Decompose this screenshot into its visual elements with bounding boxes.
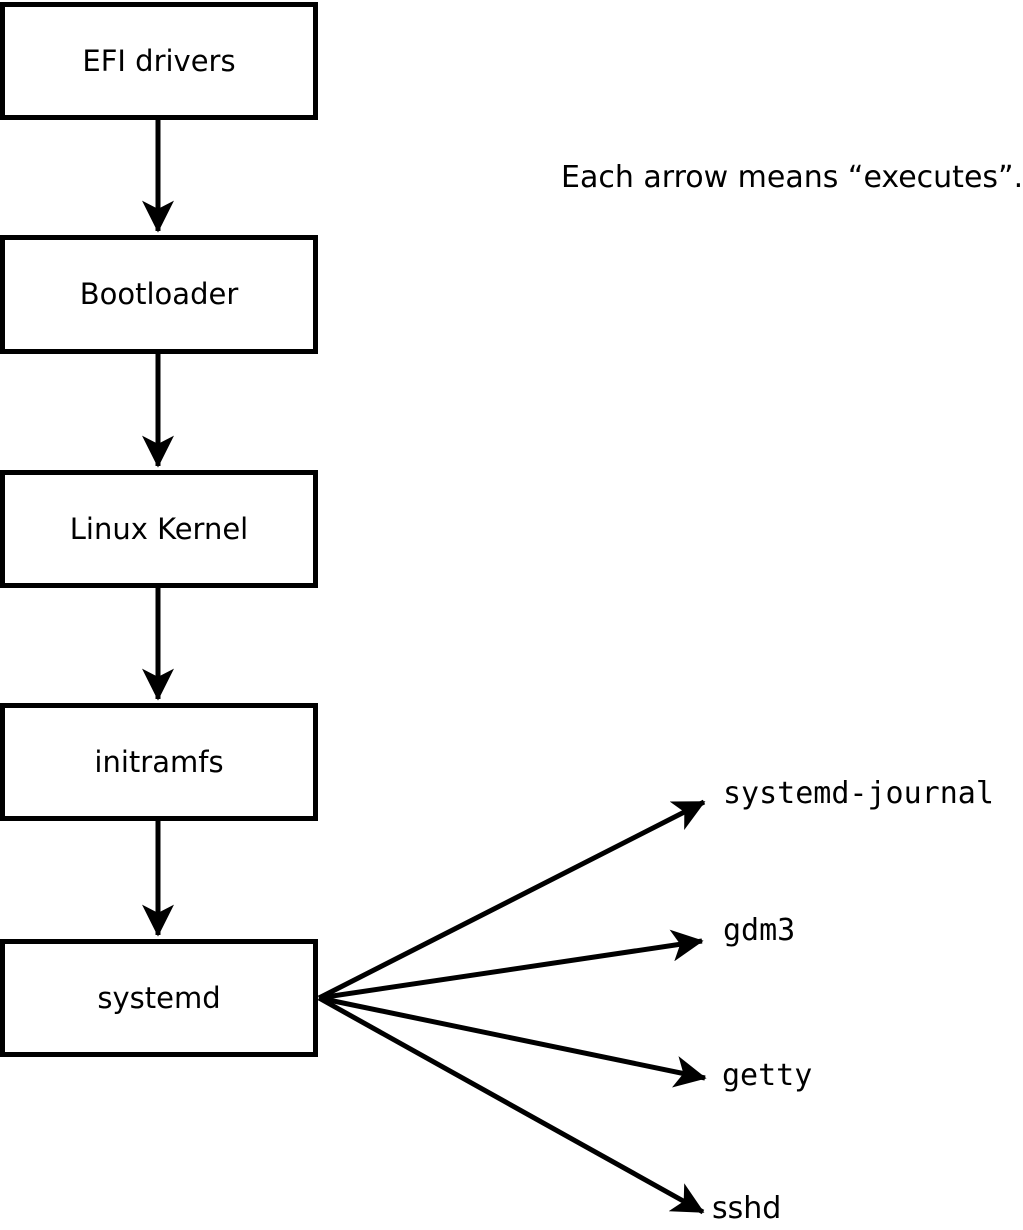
arrow-systemd-to-getty: [318, 995, 707, 1088]
chain-box-systemd: systemd: [0, 939, 318, 1057]
legend-note: Each arrow means “executes”.: [561, 160, 1023, 195]
spawn-label-systemd-journal: systemd-journal: [723, 776, 994, 811]
spawn-label-sshd: sshd: [712, 1191, 782, 1226]
arrow-systemd-to-gdm3: [318, 929, 704, 1001]
chain-box-bootloader: Bootloader: [0, 235, 318, 354]
arrow-systemd-to-sshd: [317, 995, 705, 1215]
spawn-label-gdm3: gdm3: [723, 913, 796, 948]
spawn-label-getty: getty: [722, 1058, 813, 1093]
chain-box-label: EFI drivers: [82, 43, 236, 78]
chain-box-initramfs: initramfs: [0, 703, 318, 821]
chain-box-linux-kernel: Linux Kernel: [0, 470, 318, 588]
chain-box-label: systemd: [97, 980, 221, 1015]
chain-box-label: initramfs: [94, 744, 224, 779]
arrow-systemd-to-systemd-journal: [317, 799, 706, 1001]
chain-box-label: Bootloader: [79, 277, 239, 311]
chain-box-efi-drivers: EFI drivers: [0, 2, 318, 120]
chain-box-label: Linux Kernel: [69, 511, 249, 546]
